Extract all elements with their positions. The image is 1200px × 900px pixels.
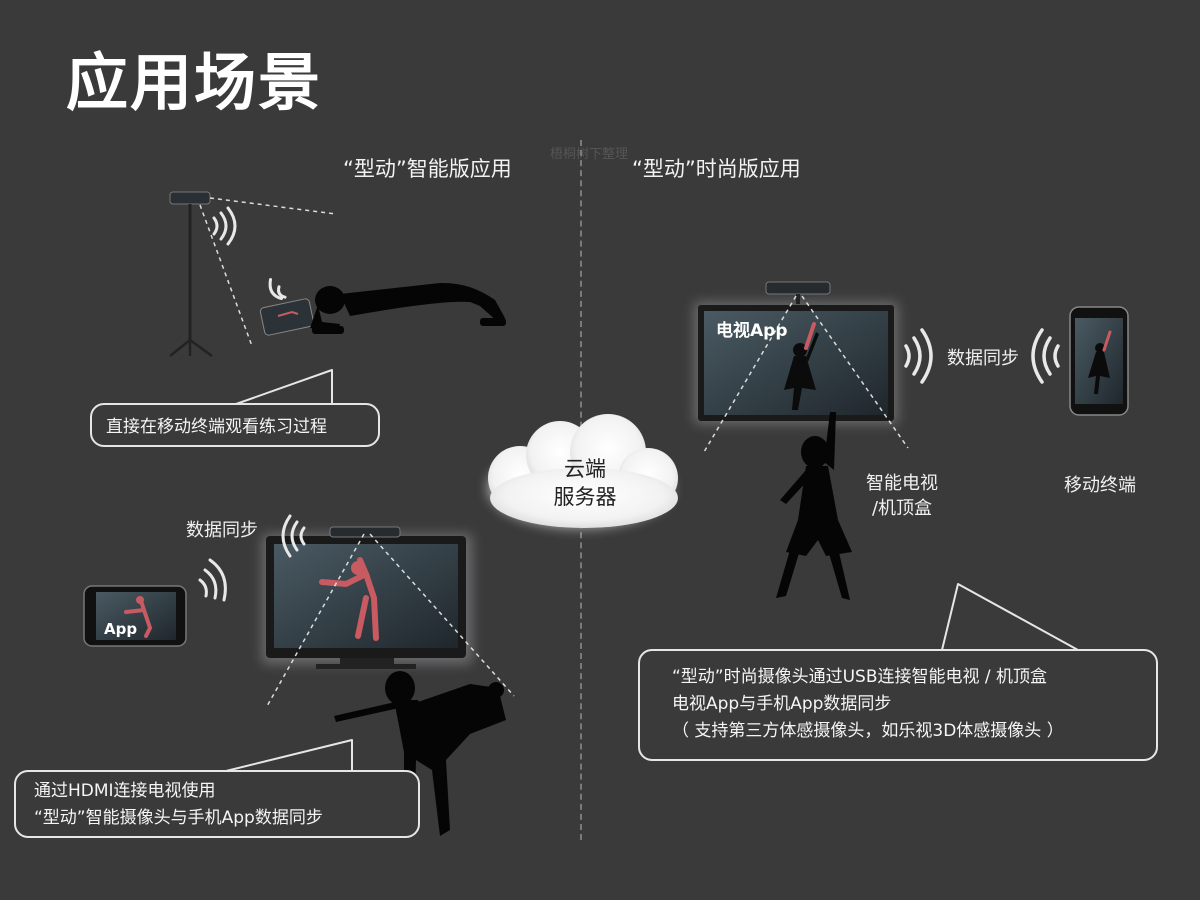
tv-app-label: 电视App [716,321,788,341]
wifi-icon [281,514,306,558]
left-section-heading: “型动”智能版应用 [343,157,512,181]
callout-tails [225,369,1079,772]
camera-icon [329,526,401,538]
wifi-icon [212,206,237,246]
tripod-camera-scene [169,191,506,358]
camera-icon [169,191,211,205]
wifi-icon [198,558,227,602]
page-title: 应用场景 [66,46,323,119]
smart-tv-caption-line-2: /机顶盒 [871,498,933,519]
callout-usb-line-3: （ 支持第三方体感摄像头，如乐视3D体感摄像头 ） [672,721,1064,741]
wifi-icon [268,277,287,301]
left-sync-label: 数据同步 [186,520,258,541]
right-sync-label: 数据同步 [947,348,1019,369]
plank-person-silhouette [310,282,506,334]
callout-usb-line-2: 电视App与手机App数据同步 [672,694,892,714]
cloud-server-icon [488,414,678,528]
camera-icon [765,281,831,295]
callout-hdmi-line-2: “型动”智能摄像头与手机App数据同步 [34,808,323,828]
mobile-terminal-caption: 移动终端 [1064,475,1136,496]
cloud-line-1: 云端 [564,457,606,481]
watermark-text: 梧桐树下整理 [550,147,629,162]
wifi-icon [1031,328,1060,384]
right-section-heading: “型动”时尚版应用 [632,157,801,181]
left-tv-scene [83,514,515,836]
phone-icon [259,298,315,336]
callout-mobile-view: 直接在移动终端观看练习过程 [90,403,380,447]
callout-usb-line-1: “型动”时尚摄像头通过USB连接智能电视 / 机顶盒 [672,667,1048,687]
smart-tv-caption-line-1: 智能电视 [866,473,938,494]
dancer-silhouette [776,412,852,600]
left-phone-app-label: App [104,620,138,638]
smart-tv-caption: 智能电视 /机顶盒 [866,471,938,521]
callout-hdmi-line-1: 通过HDMI连接电视使用 [34,781,216,801]
cloud-line-2: 服务器 [553,485,617,509]
callout-hdmi: 通过HDMI连接电视使用 “型动”智能摄像头与手机App数据同步 [14,770,420,838]
callout-usb: “型动”时尚摄像头通过USB连接智能电视 / 机顶盒 电视App与手机App数据… [638,649,1158,761]
wifi-icon [904,328,933,384]
right-tv-scene [694,281,1129,600]
cloud-server-label: 云端 服务器 [530,455,640,511]
